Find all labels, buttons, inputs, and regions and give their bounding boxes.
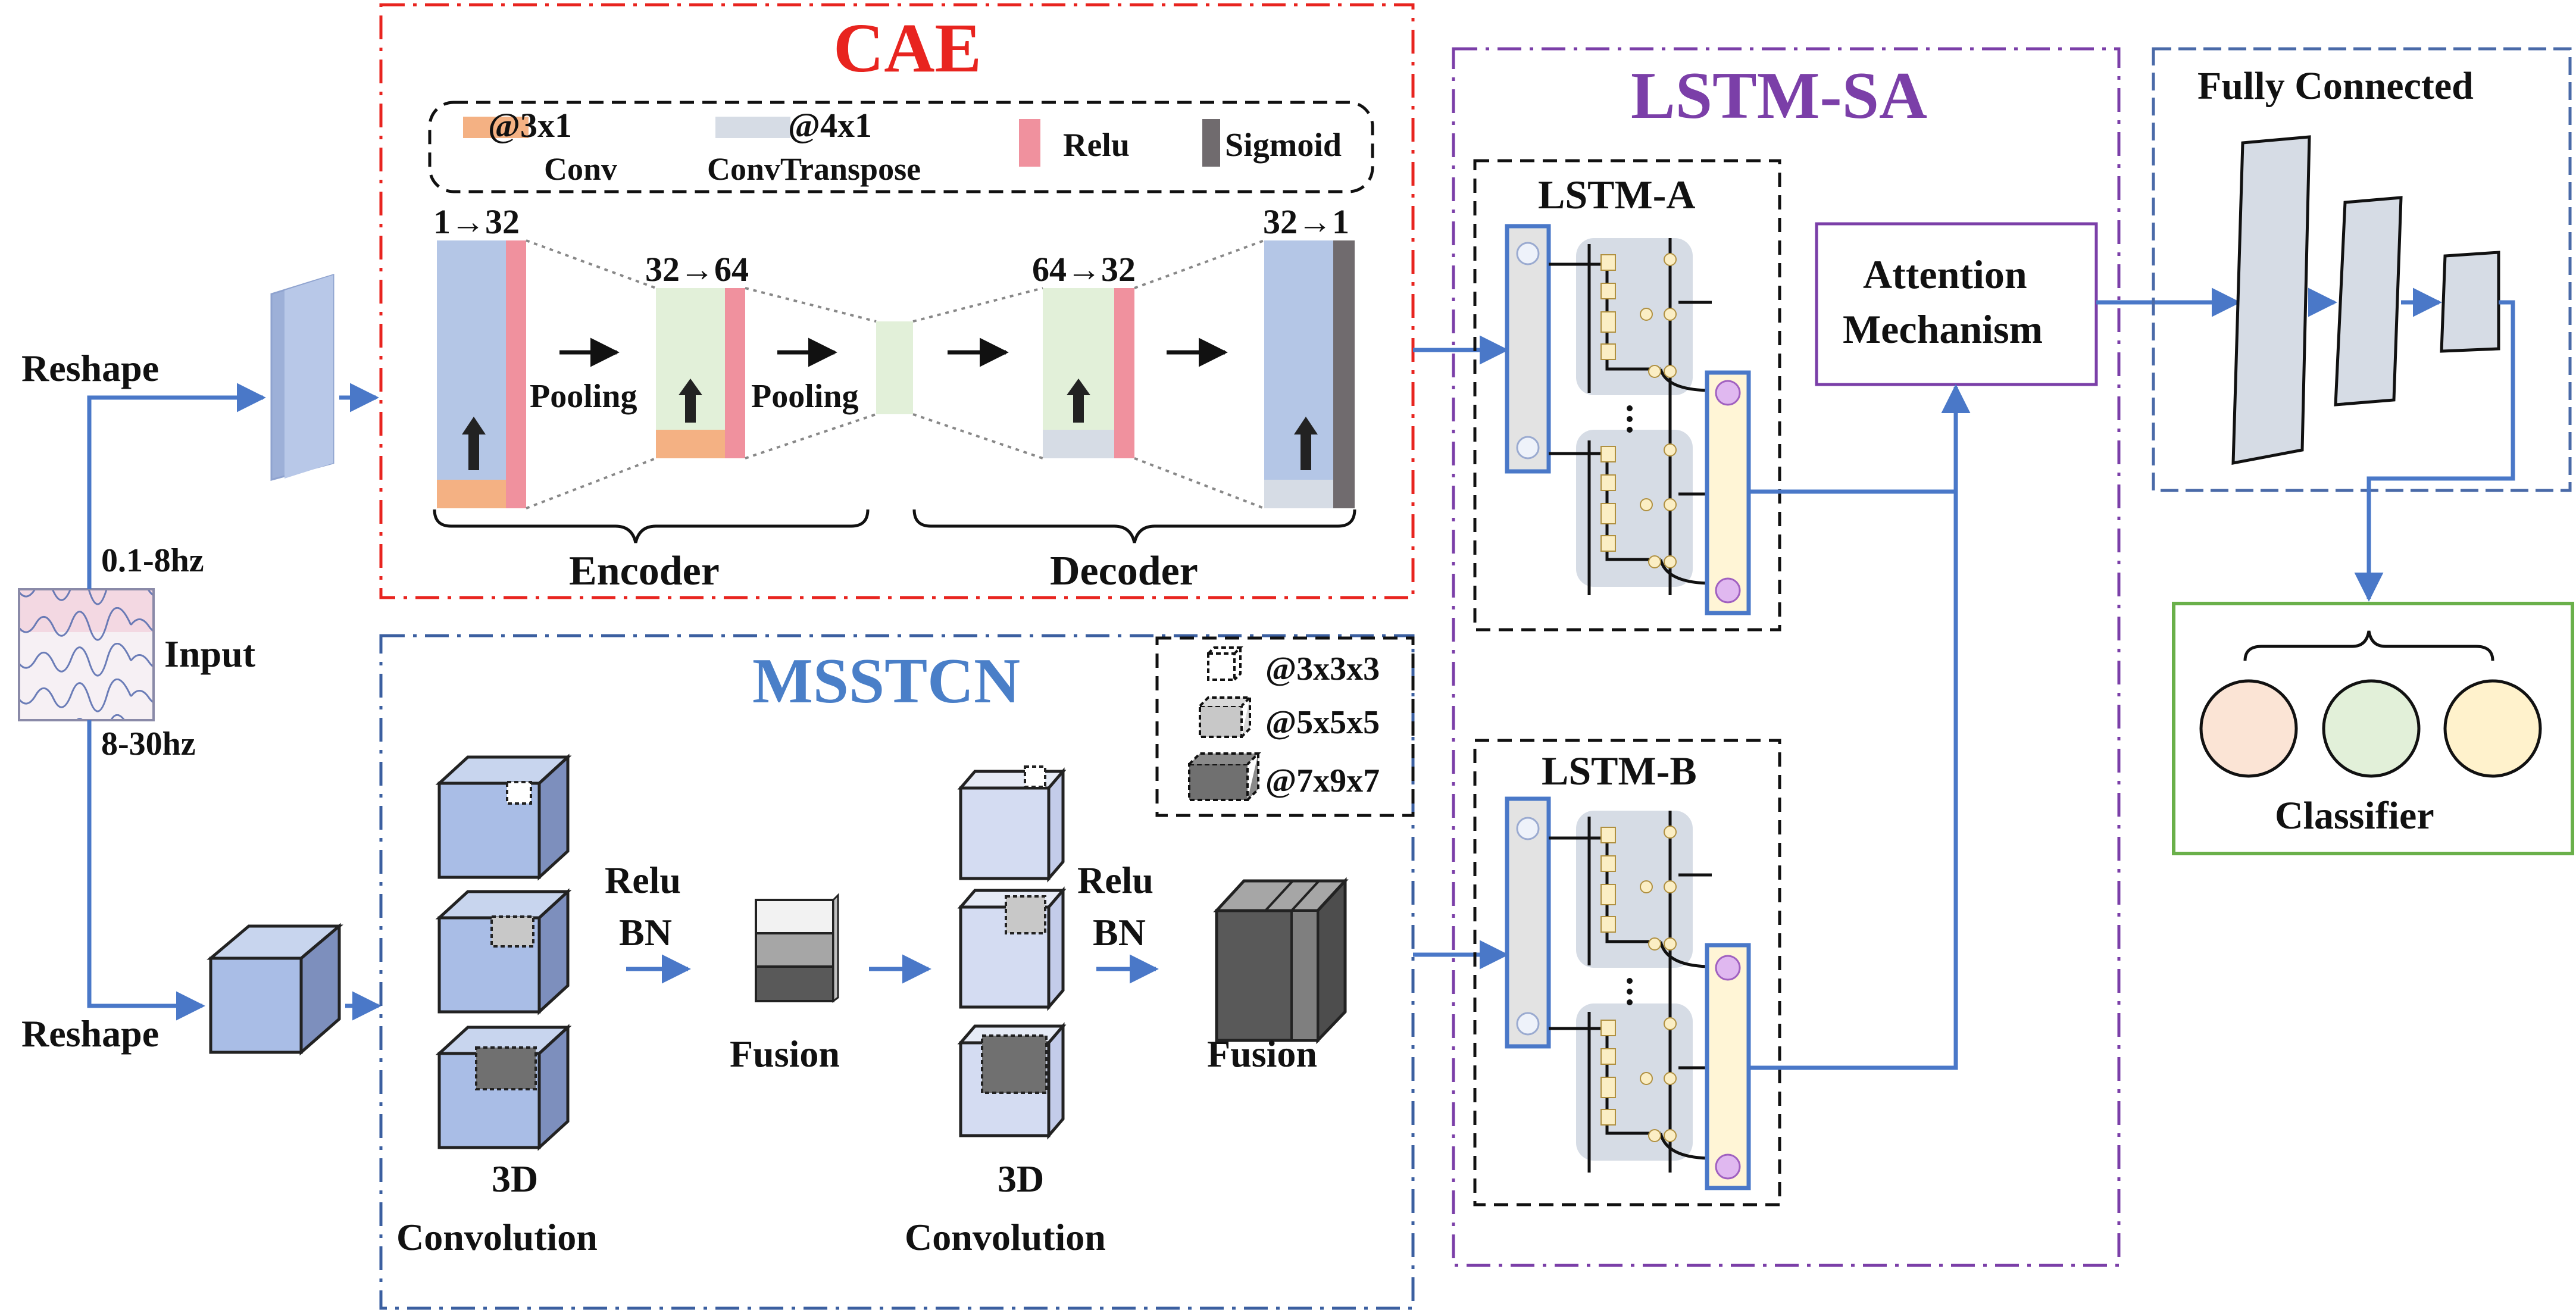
fusion-stack-1 xyxy=(755,893,839,1003)
input-label: Input xyxy=(164,633,256,675)
convt-name-label: ConvTranspose xyxy=(707,151,921,187)
encoder-block-2 xyxy=(656,288,745,458)
fc-to-classifier-arrow xyxy=(2354,300,2515,602)
lstm-a-input-column xyxy=(1505,224,1551,474)
fusion-label-1: Fusion xyxy=(730,1033,840,1075)
conv3d-cube-small-1 xyxy=(435,754,572,881)
conv3d-cube-small-2 xyxy=(957,765,1067,883)
convt-kernel-label: @4x1 xyxy=(788,106,872,145)
pooling-label-2: Pooling xyxy=(751,378,858,415)
bn-label-2: BN xyxy=(1093,911,1146,954)
attention-line2: Mechanism xyxy=(1843,307,2043,352)
fc-layer-3 xyxy=(2440,251,2500,353)
conv3d-label-2-line1: 3D xyxy=(998,1158,1044,1200)
channel-label-1: 1→32 xyxy=(433,202,520,241)
decoder-label: Decoder xyxy=(1050,548,1198,594)
latent-bottleneck xyxy=(876,321,913,414)
encoder-block-1 xyxy=(437,240,526,508)
band-high-label: 8-30hz xyxy=(101,726,196,762)
class-node-2 xyxy=(2322,679,2421,778)
kernel-large-icon xyxy=(1188,752,1261,801)
conv3d-cube-large-2 xyxy=(957,1022,1067,1140)
cae-funnel-lines xyxy=(526,239,1265,509)
classifier-brace xyxy=(2243,630,2494,661)
classifier-border xyxy=(2172,602,2574,855)
fusion-block-2 xyxy=(1213,877,1349,1045)
legend-kernel-3: @7x9x7 xyxy=(1265,762,1380,799)
bn-label-1: BN xyxy=(619,911,672,954)
relu-label-2: Relu xyxy=(1077,859,1153,901)
msstcn-border xyxy=(379,634,1415,1310)
channel-label-2: 32→64 xyxy=(645,250,749,289)
fc-layer-2 xyxy=(2334,196,2403,407)
decoder-block-1 xyxy=(1043,288,1134,458)
lstm-a-hidden-column xyxy=(1705,370,1751,615)
reshape-top-label: Reshape xyxy=(21,347,159,389)
encoder-brace xyxy=(433,509,870,543)
lstm-b-hidden-column xyxy=(1705,943,1751,1190)
conv3d-label-2-line2: Convolution xyxy=(905,1216,1106,1258)
pooling-label-1: Pooling xyxy=(530,378,637,415)
fc-border xyxy=(2152,47,2572,492)
attention-box xyxy=(1815,222,2098,386)
conv-legend-swatch xyxy=(463,117,529,138)
conv3d-label-1-line2: Convolution xyxy=(396,1216,598,1258)
lstm-b-label: LSTM-B xyxy=(1542,748,1697,793)
classifier-label: Classifier xyxy=(2275,794,2434,837)
legend-kernel-2: @5x5x5 xyxy=(1265,704,1380,741)
reshape-2d-slab xyxy=(270,273,334,481)
legend-kernel-1: @3x3x3 xyxy=(1265,651,1380,687)
classifier-module: Classifier xyxy=(2172,602,2574,855)
msstcn-legend: @3x3x3 @5x5x5 @7x9x7 xyxy=(1155,636,1415,817)
class-node-3 xyxy=(2443,679,2542,778)
msstcn-title: MSSTCN xyxy=(752,646,1020,717)
decoder-block-2 xyxy=(1264,240,1355,508)
sigmoid-legend-swatch xyxy=(1202,119,1220,167)
channel-label-3: 64→32 xyxy=(1032,250,1136,289)
input-to-top-branch-arrow xyxy=(87,383,266,589)
decoder-brace xyxy=(912,509,1356,543)
conv3d-label-1-line1: 3D xyxy=(492,1158,538,1200)
conv3d-cube-medium-2 xyxy=(957,886,1067,1011)
input-section: 0.1-8hz Input 8-30hz Reshape Reshape xyxy=(18,273,382,1056)
input-to-bottom-branch-arrow xyxy=(87,720,205,1021)
fc-title: Fully Connected xyxy=(2197,64,2474,108)
lstm-sa-border xyxy=(1452,47,2121,1267)
reshape-3d-cube xyxy=(207,923,343,1056)
cae-legend: @3x1 Conv @4x1 ConvTranspose Relu Sigmoi… xyxy=(428,101,1374,193)
convt-legend-swatch xyxy=(715,117,790,138)
class-node-1 xyxy=(2199,679,2298,778)
fc-layer-1 xyxy=(2231,135,2311,465)
kernel-small-icon xyxy=(1207,646,1243,681)
fc-module: Fully Connected xyxy=(2152,47,2572,602)
lstm-b-branch: LSTM-B xyxy=(1473,739,1781,1206)
sigmoid-legend-label: Sigmoid xyxy=(1225,127,1342,164)
fusion-label-2: Fusion xyxy=(1207,1033,1317,1075)
band-low-label: 0.1-8hz xyxy=(101,542,204,579)
lstm-sa-module: LSTM-SA LSTM-A xyxy=(1452,47,2121,1267)
reshape-bottom-label: Reshape xyxy=(21,1012,159,1055)
cae-title: CAE xyxy=(833,9,981,87)
lstm-b-to-attention-arrow xyxy=(1749,384,1971,1070)
relu-legend-label: Relu xyxy=(1063,127,1130,164)
lstm-a-branch: LSTM-A xyxy=(1473,159,1781,632)
relu-label-1: Relu xyxy=(605,859,681,901)
attention-line1: Attention xyxy=(1863,252,2027,297)
cae-module: CAE @3x1 Conv @4x1 ConvTranspose Relu Si… xyxy=(379,3,1415,599)
conv3d-cube-large-1 xyxy=(435,1024,572,1151)
channel-label-4: 32→1 xyxy=(1263,202,1349,241)
encoder-label: Encoder xyxy=(569,548,720,594)
kernel-medium-icon xyxy=(1199,696,1253,738)
msstcn-module: MSSTCN @3x3x3 @5x5x5 @7x9x7 xyxy=(379,634,1415,1310)
conv-name-label: Conv xyxy=(544,151,617,187)
relu-legend-swatch xyxy=(1019,119,1040,167)
lstm-sa-title: LSTM-SA xyxy=(1631,59,1927,133)
lstm-a-label: LSTM-A xyxy=(1538,172,1695,217)
conv-kernel-label: @3x1 xyxy=(488,106,572,145)
cae-border xyxy=(379,3,1415,599)
conv3d-cube-medium-1 xyxy=(435,888,572,1015)
